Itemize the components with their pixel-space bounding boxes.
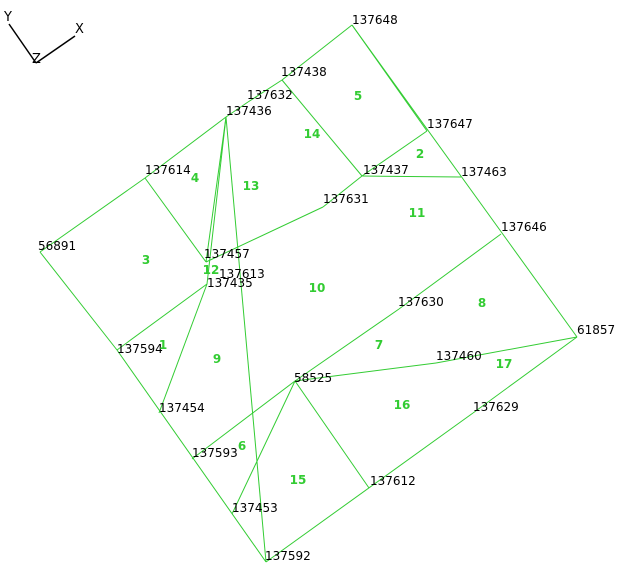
node-label: 137460 <box>436 349 482 363</box>
node-label: 137647 <box>427 117 473 131</box>
node-label: 56891 <box>38 239 76 253</box>
element-label: 17 <box>496 357 513 371</box>
element-label: 9 <box>213 352 221 366</box>
mesh-edge <box>281 24 353 81</box>
mesh-edge <box>247 79 283 103</box>
mesh-edge <box>472 336 578 414</box>
mesh-edge <box>158 283 208 414</box>
node-label: 137437 <box>363 163 409 177</box>
mesh-edge <box>39 177 146 253</box>
axis-x-line <box>35 35 76 64</box>
node-label: 137463 <box>461 165 507 179</box>
mesh-edge <box>144 177 207 263</box>
node-label: 137592 <box>265 549 311 563</box>
element-label: 13 <box>243 179 260 193</box>
axis-y-line <box>8 23 37 64</box>
node-label: 137631 <box>323 192 369 206</box>
element-label: 10 <box>309 281 326 295</box>
node-label: 137454 <box>159 401 205 415</box>
mesh-edge <box>294 362 437 382</box>
mesh-edge <box>116 349 267 563</box>
node-label: 61857 <box>577 323 615 337</box>
element-label: 5 <box>354 89 362 103</box>
node-label: 137594 <box>117 342 163 356</box>
mesh-edge <box>398 233 502 310</box>
node-label: 137435 <box>207 276 253 290</box>
mesh-edge <box>144 116 227 179</box>
mesh-edges <box>39 24 578 563</box>
node-label: 137632 <box>247 88 293 102</box>
node-label: 137646 <box>501 220 547 234</box>
node-label: 137438 <box>281 65 327 79</box>
node-label: 58525 <box>294 371 332 385</box>
node-label: 137612 <box>370 474 416 488</box>
mesh-edge <box>265 412 474 563</box>
element-label: 15 <box>290 473 307 487</box>
mesh-edge <box>351 24 578 338</box>
element-label: 8 <box>478 296 486 310</box>
mesh-edge <box>294 308 400 382</box>
element-label: 11 <box>409 206 426 220</box>
node-label: 137614 <box>145 163 191 177</box>
mesh-edge <box>322 175 363 208</box>
mesh-edge <box>351 24 428 132</box>
node-label: 137613 <box>219 267 265 281</box>
axis-y-label: Y <box>3 10 12 25</box>
axis-z-label: Z <box>32 52 41 67</box>
mesh-edge <box>231 380 296 515</box>
node-label: 137453 <box>232 501 278 515</box>
mesh-edge <box>205 116 227 263</box>
node-label: 137648 <box>352 13 398 27</box>
mesh-edge <box>206 116 227 285</box>
axis-x-label: X <box>75 22 84 37</box>
element-label: 1 <box>159 338 167 352</box>
element-label: 3 <box>142 253 150 267</box>
element-label: 6 <box>238 439 246 453</box>
mesh-edge <box>39 251 118 351</box>
mesh-edge <box>361 130 428 177</box>
element-label: 4 <box>191 171 199 185</box>
element-label: 7 <box>375 338 383 352</box>
node-label: 137457 <box>204 247 250 261</box>
mesh-edge <box>281 79 363 177</box>
element-label: 14 <box>304 127 321 141</box>
mesh-edge <box>225 116 267 563</box>
mesh-edge <box>191 380 296 460</box>
axis-triad: X Y Z <box>3 10 84 67</box>
node-label: 137593 <box>192 446 238 460</box>
node-label: 137630 <box>398 295 444 309</box>
node-label: 137436 <box>226 104 272 118</box>
mesh-edge <box>294 380 370 489</box>
element-label: 16 <box>394 398 411 412</box>
node-label: 137629 <box>473 400 519 414</box>
mesh-edge <box>225 101 249 118</box>
element-label: 2 <box>416 147 424 161</box>
element-label: 12 <box>203 263 220 277</box>
mesh-edge <box>361 175 462 178</box>
mesh-edge <box>205 206 324 263</box>
mesh-edge <box>435 336 578 364</box>
mesh-edge <box>116 283 208 351</box>
